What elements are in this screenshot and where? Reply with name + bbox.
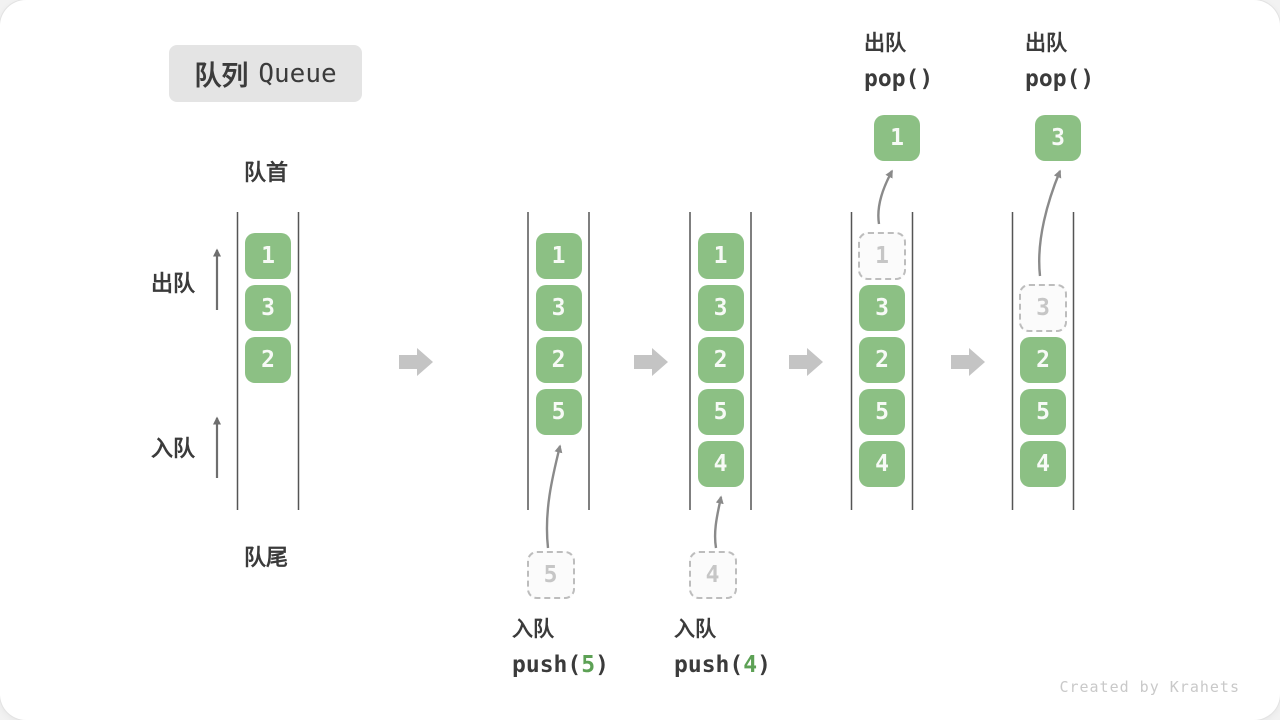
pop-operation-label: 出队 pop(): [864, 26, 933, 98]
queue-item: 2: [697, 337, 744, 383]
push-operation-label: 入队 push(5): [512, 612, 609, 684]
title-badge: 队列 Queue: [169, 45, 362, 102]
queue-item: 3: [245, 285, 291, 331]
popped-item: 1: [874, 115, 920, 161]
pop-arrow: [877, 169, 894, 225]
label-dequeue-side: 出队: [151, 271, 196, 296]
queue-item: 2: [859, 337, 905, 383]
queue-item: 2: [245, 337, 291, 383]
queue-item: 3: [859, 285, 905, 331]
pop-arrow: [1038, 169, 1062, 277]
queue-item: 2: [535, 337, 582, 383]
pop-label-zh: 出队: [864, 32, 906, 55]
code-paren-open: (: [905, 66, 920, 92]
code-paren-close: ): [919, 66, 934, 92]
queue-item: 1: [245, 233, 291, 279]
staged-item: 4: [688, 551, 737, 599]
next-state-arrow-icon: [634, 348, 668, 376]
push-pop-arrows: [545, 169, 1062, 549]
queue-item: 1: [535, 233, 582, 279]
queue-item: 4: [1020, 441, 1066, 487]
next-state-arrow-icon: [399, 348, 433, 376]
code-paren-close: ): [757, 652, 771, 678]
queue-item: 3: [535, 285, 582, 331]
queue-item: 5: [697, 389, 744, 435]
queue-item: 4: [859, 441, 905, 487]
push-label-zh: 入队: [512, 618, 554, 641]
code-fn: pop: [1025, 66, 1067, 92]
queue-column-lines: [236, 212, 1075, 510]
push-arrow: [713, 495, 724, 549]
title-en: Queue: [258, 58, 337, 89]
push-label-code: push(5): [512, 647, 609, 684]
code-paren-close: ): [1080, 66, 1095, 92]
queue-item: 2: [1020, 337, 1066, 383]
queue-item-removed: 3: [1019, 284, 1067, 332]
label-queue-front: 队首: [244, 160, 289, 185]
pop-operation-label: 出队 pop(): [1025, 26, 1094, 98]
queue-item: 3: [697, 285, 744, 331]
push-arrow: [545, 444, 563, 549]
next-state-arrow-icon: [951, 348, 985, 376]
code-arg: 5: [581, 652, 596, 678]
code-paren-open: (: [567, 652, 582, 678]
label-enqueue-side: 入队: [151, 436, 196, 461]
label-queue-rear: 队尾: [244, 545, 289, 570]
queue-item: 5: [859, 389, 905, 435]
code-fn: push: [512, 652, 568, 678]
queue-item: 5: [535, 389, 582, 435]
push-label-zh: 入队: [674, 618, 716, 641]
title-zh: 队列: [194, 61, 249, 91]
next-state-arrow-icon: [789, 348, 823, 376]
queue-item: 4: [697, 441, 744, 487]
popped-item: 3: [1035, 115, 1081, 161]
queue-item-removed: 1: [858, 232, 906, 280]
queue-item: 1: [697, 233, 744, 279]
staged-item: 5: [526, 551, 575, 599]
pop-label-code: pop(): [1025, 61, 1094, 98]
code-paren-open: (: [729, 652, 744, 678]
push-label-code: push(4): [674, 647, 771, 684]
queue-item: 5: [1020, 389, 1066, 435]
code-paren-open: (: [1066, 66, 1081, 92]
watermark-credit: Created by Krahets: [1059, 678, 1240, 696]
state-transition-arrows: [399, 348, 985, 376]
code-arg: 4: [743, 652, 758, 678]
pop-label-zh: 出队: [1025, 32, 1067, 55]
pop-label-code: pop(): [864, 61, 933, 98]
push-operation-label: 入队 push(4): [674, 612, 771, 684]
code-fn: push: [674, 652, 730, 678]
code-paren-close: ): [595, 652, 609, 678]
code-fn: pop: [864, 66, 906, 92]
